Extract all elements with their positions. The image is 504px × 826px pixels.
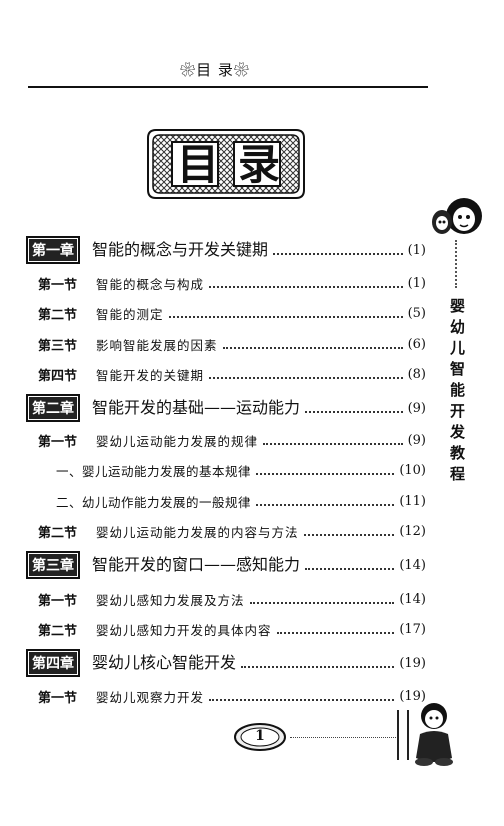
toc-section-row[interactable]: 第一节 婴幼儿运动能力发展的规律 (9) [26,425,426,455]
page-number: (19) [399,655,426,671]
section-title: 智能的概念与构成 [96,276,205,292]
baby-sitting-photo [415,703,453,766]
footer-bars [397,710,409,760]
toc-section-row[interactable]: 第四节 智能开发的关键期 (8) [26,359,426,389]
section-number: 第三节 [38,338,78,354]
page-number: (1) [407,242,426,258]
toc-section-row[interactable]: 第三节 影响智能发展的因素 (6) [26,329,426,359]
chapter-badge: 第四章 [26,649,80,677]
section-title: 智能开发的关键期 [96,367,205,383]
page-number: (14) [399,557,426,573]
chapter-badge: 第二章 [26,394,80,422]
section-number: 第一节 [38,434,78,450]
dot-leader [276,632,395,634]
chapter-badge: 第一章 [26,236,80,264]
dot-leader [241,666,395,668]
page-number: (17) [399,621,426,637]
page-number: (6) [407,336,426,352]
section-number: 第一节 [38,277,78,293]
footer-dotted-line [290,737,398,738]
dot-leader [209,699,395,701]
dot-leader [256,473,395,475]
toc-subsection-row[interactable]: 一、婴儿运动能力发展的基本规律 (10) [26,455,426,485]
dot-leader [273,253,403,255]
section-number: 第二节 [38,623,78,639]
contents-title-char: 目 [177,140,220,189]
page-number-oval [234,723,286,751]
dot-leader [222,347,403,349]
section-number: 第一节 [38,593,78,609]
toc-section-row[interactable]: 第一节 婴幼儿观察力开发 (19) [26,681,426,711]
chapter-title: 智能开发的窗口——感知能力 [92,555,301,574]
dot-leader [209,286,403,288]
page-number: (19) [399,688,426,704]
section-title: 婴幼儿运动能力发展的内容与方法 [96,524,299,540]
chapter-badge: 第三章 [26,551,80,579]
subsection-title: 二、幼儿动作能力发展的一般规律 [56,494,252,510]
page-number: (12) [399,523,426,539]
dot-leader [168,316,403,318]
page-number: (10) [399,462,426,478]
running-header-title: ❀目 录❀ [180,61,250,79]
side-dotted-line [455,240,457,288]
dot-leader [305,411,403,413]
section-title: 婴幼儿运动能力发展的规律 [96,433,259,449]
section-number: 第二节 [38,307,78,323]
page-number: (9) [407,400,426,416]
header-rule [28,86,428,88]
section-title: 婴幼儿感知力发展及方法 [96,592,245,608]
section-title: 婴幼儿观察力开发 [96,689,205,705]
section-title: 影响智能发展的因素 [96,337,218,353]
baby-face-photo [432,198,482,234]
contents-title-char: 录 [238,140,281,189]
dot-leader [305,568,395,570]
toc-section-row[interactable]: 第二节 智能的测定 (5) [26,298,426,328]
dot-leader [256,504,395,506]
section-title: 婴幼儿感知力开发的具体内容 [96,622,272,638]
dot-leader [209,377,403,379]
page-number: (5) [407,305,426,321]
section-number: 第二节 [38,525,78,541]
toc-chapter-row[interactable]: 第四章婴幼儿核心智能开发 (19) [26,648,426,678]
toc-subsection-row[interactable]: 二、幼儿动作能力发展的一般规律 (11) [26,486,426,516]
dot-leader [249,602,395,604]
toc-chapter-row[interactable]: 第二章智能开发的基础——运动能力 (9) [26,393,426,423]
book-title-vertical: 婴幼儿智能开发教程 [448,298,466,487]
page-number: (8) [407,366,426,382]
toc-section-row[interactable]: 第二节 婴幼儿运动能力发展的内容与方法 (12) [26,516,426,546]
chapter-title: 婴幼儿核心智能开发 [92,653,237,672]
toc-section-row[interactable]: 第二节 婴幼儿感知力开发的具体内容 (17) [26,614,426,644]
section-number: 第四节 [38,368,78,384]
toc-section-row[interactable]: 第一节 智能的概念与构成 (1) [26,268,426,298]
dot-leader [263,443,403,445]
chapter-title: 智能开发的基础——运动能力 [92,398,301,417]
toc-chapter-row[interactable]: 第三章智能开发的窗口——感知能力 (14) [26,550,426,580]
page-number: (9) [407,432,426,448]
contents-title-frame [147,129,305,199]
toc-chapter-row[interactable]: 第一章智能的概念与开发关键期 (1) [26,235,426,265]
page-number: (14) [399,591,426,607]
page-number: (1) [407,275,426,291]
chapter-title: 智能的概念与开发关键期 [92,240,269,259]
page-number: (11) [399,493,426,509]
section-title: 智能的测定 [96,306,164,322]
subsection-title: 一、婴儿运动能力发展的基本规律 [56,463,252,479]
page-number-footer: 1 [255,728,265,744]
toc-section-row[interactable]: 第一节 婴幼儿感知力发展及方法 (14) [26,584,426,614]
section-number: 第一节 [38,690,78,706]
dot-leader [303,534,395,536]
